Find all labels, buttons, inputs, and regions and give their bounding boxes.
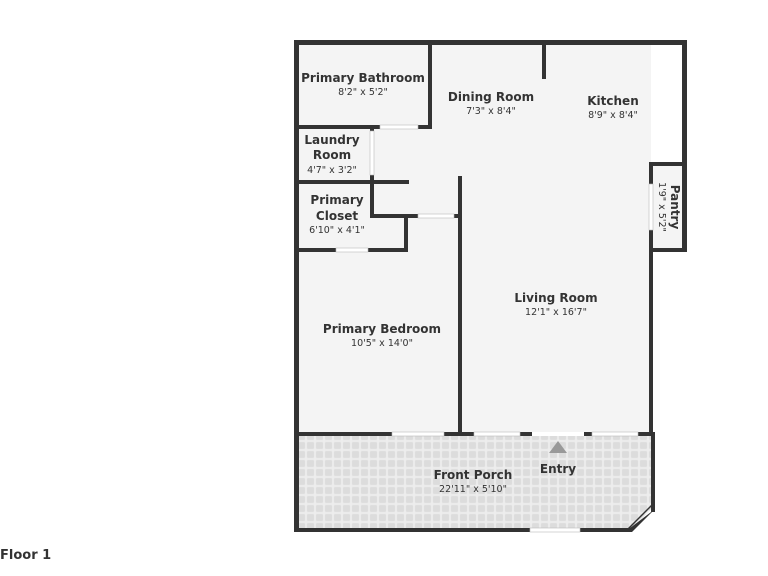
primary-closet-name-line1: Primary	[310, 193, 363, 207]
pantry-label: Pantry 1'9" x 5'2"	[656, 182, 682, 232]
primary-closet-dims: 6'10" x 4'1"	[309, 225, 365, 236]
front-porch-dims: 22'11" x 5'10"	[439, 484, 507, 495]
laundry-room-dims: 4'7" x 3'2"	[307, 165, 357, 176]
primary-bedroom-name: Primary Bedroom	[323, 322, 441, 336]
entry-label: Entry	[540, 462, 576, 476]
floor-label: Floor 1	[0, 548, 52, 563]
kitchen-dims: 8'9" x 8'4"	[588, 110, 638, 121]
primary-bathroom-dims: 8'2" x 5'2"	[338, 87, 388, 98]
pantry-floor	[651, 166, 683, 248]
porch-opening	[529, 527, 581, 533]
dining-room-name: Dining Room	[448, 90, 534, 104]
pantry-dims: 1'9" x 5'2"	[656, 182, 667, 232]
porch-floor	[297, 435, 651, 530]
dining-room-dims: 7'3" x 8'4"	[466, 106, 516, 117]
primary-bathroom-name: Primary Bathroom	[301, 71, 425, 85]
front-porch-name: Front Porch	[434, 468, 513, 482]
laundry-room-name-line2: Room	[313, 148, 351, 162]
living-window-right	[591, 431, 639, 437]
entry-door-opening	[532, 432, 584, 436]
laundry-room-name-line1: Laundry	[304, 133, 359, 147]
bedroom-closet-door-opening	[335, 247, 369, 253]
pantry-name: Pantry	[668, 185, 682, 230]
openings	[335, 124, 654, 533]
laundry-door-opening	[369, 130, 375, 176]
pantry-door-opening	[648, 183, 654, 231]
bedroom-window	[391, 431, 445, 437]
kitchen-name: Kitchen	[587, 94, 639, 108]
living-room-name: Living Room	[514, 291, 597, 305]
closet-door-opening	[417, 213, 455, 219]
living-window-left	[473, 431, 521, 437]
interior-floor	[297, 43, 651, 435]
primary-bedroom-dims: 10'5" x 14'0"	[351, 338, 413, 349]
entry-arrow-icon	[549, 441, 567, 453]
primary-closet-name-line2: Closet	[316, 209, 358, 223]
living-room-dims: 12'1" x 16'7"	[525, 307, 587, 318]
bathroom-door-opening	[379, 124, 419, 130]
